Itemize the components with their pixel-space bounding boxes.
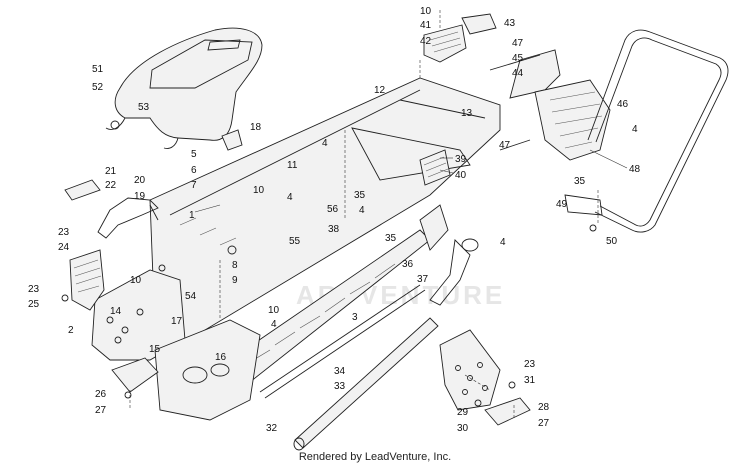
callout-label: 19: [134, 191, 146, 202]
callout-label: 22: [105, 180, 117, 191]
callout-label: 45: [512, 53, 524, 64]
callout-label: 42: [420, 36, 432, 47]
callout-label: 15: [149, 344, 161, 355]
callout-label: 31: [524, 375, 536, 386]
callout-label: 54: [185, 291, 197, 302]
callout-label: 2: [68, 325, 74, 336]
bracket-assembly[interactable]: [64, 179, 159, 239]
callout-label: 10: [420, 6, 432, 17]
callout-label: 20: [134, 175, 146, 186]
callout-label: 14: [110, 306, 122, 317]
callout-label: 23: [524, 359, 536, 370]
callout-label: 30: [457, 423, 469, 434]
callout-label: 8: [232, 260, 238, 271]
callout-label: 5: [191, 149, 197, 160]
callout-label: 26: [95, 389, 107, 400]
callout-label: 23: [58, 227, 70, 238]
callout-label: 47: [499, 140, 511, 151]
rear-storage-bag[interactable]: [423, 13, 497, 63]
callout-label: 9: [232, 275, 238, 286]
callout-label: 34: [334, 366, 346, 377]
callout-label: 35: [574, 176, 586, 187]
callout-label: 35: [385, 233, 397, 244]
callout-label: 44: [512, 68, 524, 79]
reference-lines: [129, 10, 599, 420]
callout-label: 4: [500, 237, 506, 248]
callout-label: 52: [92, 82, 104, 93]
callout-label: 16: [215, 352, 227, 363]
callout-label: 53: [138, 102, 150, 113]
footrest-left[interactable]: [69, 249, 105, 311]
callout-label: 4: [271, 319, 277, 330]
callout-label: 1: [189, 210, 195, 221]
callout-label: 36: [402, 259, 414, 270]
callout-label: 3: [352, 312, 358, 323]
callout-label: 50: [606, 236, 618, 247]
callout-label: 18: [250, 122, 262, 133]
callout-label: 4: [359, 205, 365, 216]
callout-label: 47: [512, 38, 524, 49]
callout-label: 21: [105, 166, 117, 177]
callout-label: 23: [28, 284, 40, 295]
callout-label: 10: [268, 305, 280, 316]
callout-label: 49: [556, 199, 568, 210]
callout-label: 27: [95, 405, 107, 416]
callout-label: 11: [287, 160, 298, 171]
callout-label: 39: [455, 154, 467, 165]
leader-lines: [194, 149, 628, 213]
front-frame-plate[interactable]: [91, 269, 261, 421]
callout-label: 29: [457, 407, 469, 418]
callout-label: 24: [58, 242, 70, 253]
callout-label: 35: [354, 190, 366, 201]
storage-rack[interactable]: [564, 29, 729, 233]
tunnel-chassis[interactable]: [149, 77, 501, 346]
callout-label: 38: [328, 224, 340, 235]
callout-label: 4: [287, 192, 293, 203]
footrest-right[interactable]: [439, 329, 501, 411]
seat-cushion[interactable]: [105, 27, 263, 149]
rear-flap[interactable]: [489, 49, 611, 161]
callout-label: 32: [266, 423, 278, 434]
callout-label: 25: [28, 299, 40, 310]
callout-label: 48: [629, 164, 641, 175]
callout-label: 46: [617, 99, 629, 110]
callout-labels: 10 41 42 43 47 45 44 51 52 53 18 12 13 4…: [28, 6, 641, 434]
rear-bumper[interactable]: [419, 204, 479, 306]
callout-label: 28: [538, 402, 550, 413]
callout-label: 6: [191, 165, 197, 176]
hardware-set: [61, 120, 597, 407]
callout-label: 43: [504, 18, 516, 29]
callout-label: 56: [327, 204, 339, 215]
callout-label: 41: [420, 20, 432, 31]
callout-label: 17: [171, 316, 183, 327]
callout-label: 40: [455, 170, 467, 181]
callout-label: 13: [461, 108, 473, 119]
credit-text: Rendered by LeadVenture, Inc.: [298, 451, 452, 463]
callout-label: 51: [92, 64, 104, 75]
callout-label: 7: [191, 180, 197, 191]
callout-label: 27: [538, 418, 550, 429]
callout-label: 12: [374, 85, 386, 96]
callout-label: 4: [632, 124, 638, 135]
callout-label: 10: [130, 275, 142, 286]
callout-label: 37: [417, 274, 429, 285]
footrest-tray[interactable]: [111, 357, 159, 393]
callout-label: 33: [334, 381, 346, 392]
callout-label: 10: [253, 185, 265, 196]
right-step-tray[interactable]: [484, 397, 531, 426]
callout-label: 55: [289, 236, 301, 247]
callout-label: 4: [322, 138, 328, 149]
cross-tube[interactable]: [293, 317, 439, 451]
